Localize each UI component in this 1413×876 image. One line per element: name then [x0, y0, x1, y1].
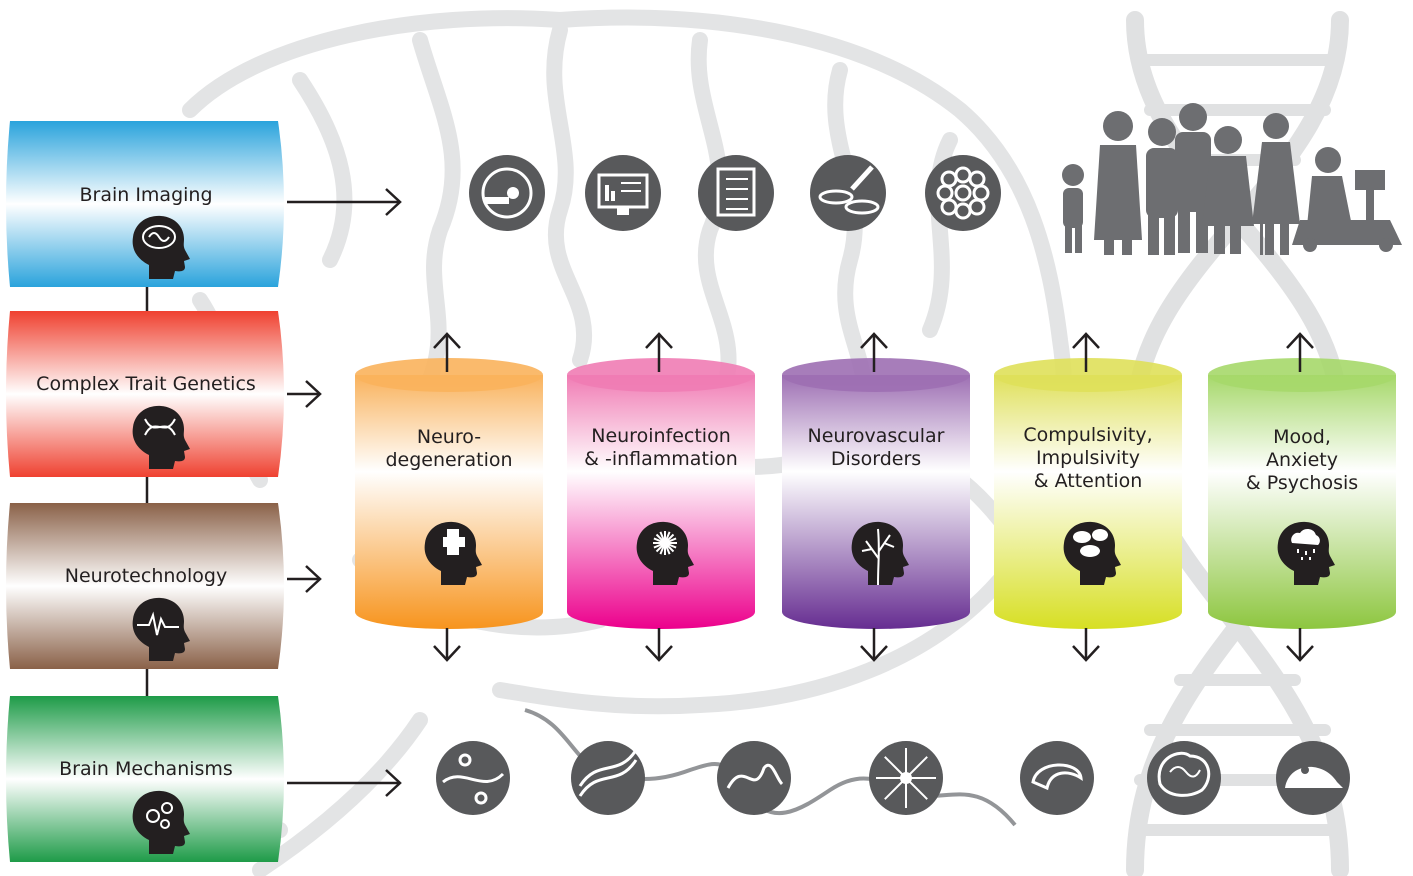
arrow-up-3 — [1072, 332, 1100, 372]
brain-icon — [1147, 741, 1221, 815]
arrow-down-4 — [1286, 628, 1314, 662]
arrow-down-0 — [433, 628, 461, 662]
mouse-icon — [1276, 741, 1350, 815]
signal-head-icon-mark — [137, 611, 179, 636]
platform-box-3 — [6, 696, 284, 862]
raincloud-head-icon — [1277, 521, 1335, 585]
disorder-label-neurovascular: Neurovascular Disorders — [807, 425, 945, 470]
bottom-icon-row — [436, 741, 1350, 815]
monitor-chart-icon — [585, 155, 661, 231]
raincloud-head-icon-mark — [1291, 528, 1320, 560]
dna-sequence-icon — [436, 741, 510, 815]
disorder-cylinders — [355, 358, 1396, 629]
disorder-cylinder-4 — [1208, 358, 1396, 629]
dna-helix-icon — [571, 741, 645, 815]
arrow-up-1 — [645, 332, 673, 372]
arrows — [287, 188, 1314, 797]
platform-column — [6, 121, 284, 862]
vessel-head-icon-mark — [861, 528, 895, 586]
dna-head-icon-mark — [144, 418, 176, 436]
thought-head-icon-mark — [1073, 529, 1108, 557]
disorder-label-neuroinfection: Neuroinfection & -inflammation — [584, 425, 738, 470]
cylinder-top — [567, 358, 755, 392]
checklist-icon — [698, 155, 774, 231]
family-silhouette-icon — [1062, 103, 1402, 255]
signal-head-icon — [132, 597, 190, 661]
platform-label-brain-imaging: Brain Imaging — [79, 184, 213, 206]
arrow-down-2 — [860, 628, 888, 662]
disorder-label-mood: Mood, Anxiety & Psychosis — [1245, 426, 1359, 494]
arrow-to-cylinders-2 — [287, 565, 322, 593]
arrow-to-top-icons — [287, 188, 402, 216]
arrow-to-cylinders-1 — [287, 380, 322, 408]
puzzle-head-icon-mark — [443, 529, 465, 555]
thought-head-icon — [1063, 521, 1121, 585]
brain-head-icon-mark — [142, 225, 176, 249]
scanner-icon — [469, 155, 545, 231]
arrow-to-bottom-icons — [287, 769, 402, 797]
arrow-down-1 — [645, 628, 673, 662]
arrow-up-0 — [433, 332, 461, 372]
cylinder-top — [994, 358, 1182, 392]
cylinder-top — [782, 358, 970, 392]
neuron-network-icon — [869, 741, 943, 815]
platform-box-1 — [6, 311, 284, 477]
brain-head-icon — [132, 215, 190, 279]
neuron-icon — [717, 741, 791, 815]
hippocampus-icon — [1020, 741, 1094, 815]
platform-box-2 — [6, 503, 284, 669]
top-icon-row — [469, 155, 1001, 231]
dna-head-icon — [132, 405, 190, 469]
burst-head-icon — [636, 521, 694, 585]
gears-head-icon-mark — [146, 802, 173, 829]
disorder-cylinder-1 — [567, 358, 755, 629]
platform-label-complex-trait-genetics: Complex Trait Genetics — [36, 373, 256, 395]
cells-icon — [925, 155, 1001, 231]
vessel-head-icon — [851, 521, 909, 586]
disorder-cylinder-3 — [994, 358, 1182, 629]
cylinder-top — [1208, 358, 1396, 392]
petri-dish-icon — [810, 155, 886, 231]
platform-box-0 — [6, 121, 284, 287]
arrow-up-2 — [860, 332, 888, 372]
platform-label-brain-mechanisms: Brain Mechanisms — [59, 758, 233, 780]
burst-head-icon-mark — [653, 531, 677, 555]
disorder-label-compulsivity: Compulsivity, Impulsivity & Attention — [1023, 424, 1153, 492]
platform-label-neurotechnology: Neurotechnology — [64, 565, 228, 587]
arrow-down-3 — [1072, 628, 1100, 662]
arrow-up-4 — [1286, 332, 1314, 372]
disorder-label-neurodegeneration: Neuro- degeneration — [385, 426, 513, 471]
disorder-cylinder-2 — [782, 358, 970, 629]
cylinder-top — [355, 358, 543, 392]
puzzle-head-icon — [424, 521, 482, 585]
disorder-cylinder-0 — [355, 358, 543, 629]
gears-head-icon — [132, 790, 190, 854]
